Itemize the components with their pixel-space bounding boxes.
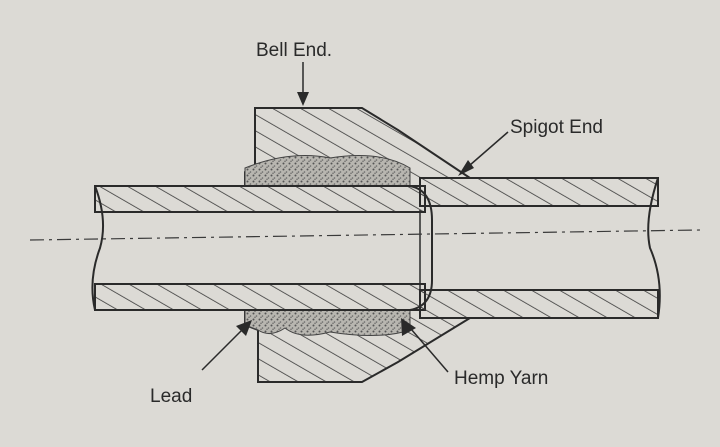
lead-leader bbox=[201, 323, 249, 371]
left-pipe-break bbox=[91, 185, 104, 311]
lead-arrowhead bbox=[236, 320, 252, 336]
hemp-yarn-label: Hemp Yarn bbox=[454, 368, 548, 389]
lead-label: Lead bbox=[150, 386, 192, 407]
bell-end-label: Bell End. bbox=[256, 40, 332, 61]
right-pipe-break bbox=[647, 177, 661, 319]
hemp-yarn-arrowhead bbox=[401, 318, 416, 336]
bell-end-arrowhead bbox=[297, 92, 309, 106]
right-pipe-top-wall bbox=[419, 177, 659, 207]
spigot-pipe-bottom-wall bbox=[94, 283, 426, 311]
spigot-pipe-top-wall bbox=[94, 185, 426, 213]
lead-packing-top bbox=[244, 155, 411, 187]
center-line bbox=[29, 229, 701, 241]
spigot-end-label: Spigot End bbox=[510, 117, 603, 138]
right-pipe-bottom-wall bbox=[419, 289, 659, 319]
lead-packing-bottom bbox=[244, 309, 411, 337]
hemp-yarn-leader bbox=[404, 321, 449, 373]
spigot-end-arrowhead bbox=[458, 160, 474, 176]
spigot-end-face bbox=[409, 185, 433, 311]
